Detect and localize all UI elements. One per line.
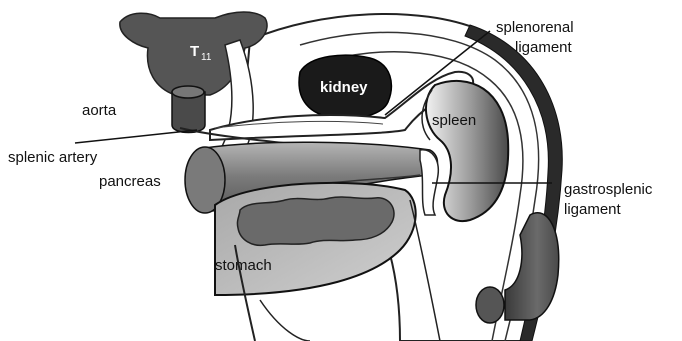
kidney-label: kidney <box>320 79 368 96</box>
gastrosplenic-label-line1: gastrosplenic <box>564 181 653 198</box>
aorta-label: aorta <box>82 102 117 119</box>
spleen-label: spleen <box>432 112 476 129</box>
splenic-artery-pointer <box>75 130 197 143</box>
pancreas-label: pancreas <box>99 173 161 190</box>
t11-subscript: 11 <box>201 52 212 63</box>
anterior-wall-line-2 <box>260 300 310 341</box>
splenorenal-label-line2: ligament <box>515 39 573 56</box>
gastrosplenic-label-line2: ligament <box>564 201 622 218</box>
stomach-lumen <box>237 197 394 245</box>
right-tube-end <box>476 287 504 323</box>
splenorenal-label-line1: splenorenal <box>496 19 574 36</box>
t11-label: T <box>190 43 199 60</box>
splenic-artery-label: splenic artery <box>8 149 98 166</box>
stomach-label: stomach <box>215 257 272 274</box>
aorta-top <box>172 86 204 98</box>
